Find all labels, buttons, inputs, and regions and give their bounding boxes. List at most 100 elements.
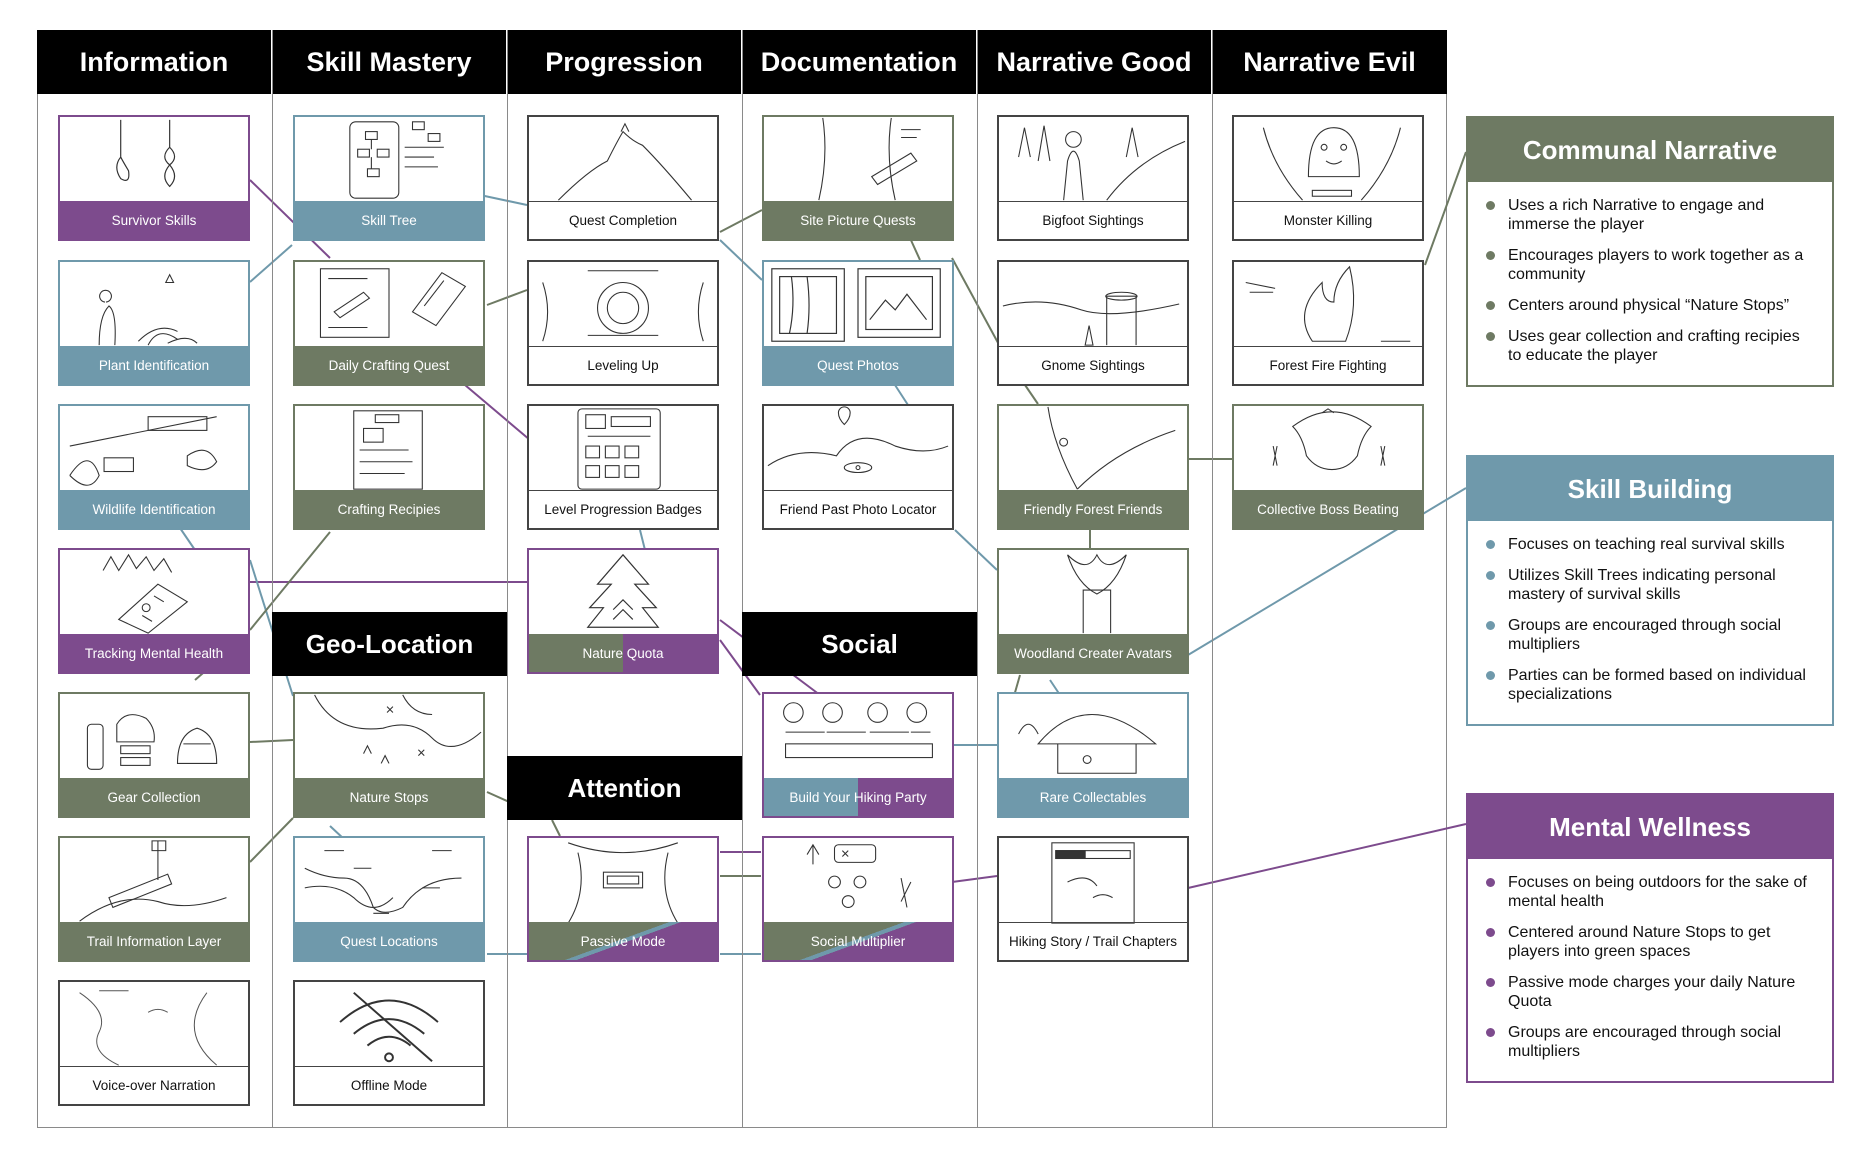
panel-communal-narrative: Communal Narrative Uses a rich Narrative… xyxy=(1466,116,1834,387)
voice-sketch-icon xyxy=(79,990,217,1066)
panel-title: Mental Wellness xyxy=(1468,795,1832,859)
card-hiking-story[interactable]: Hiking Story / Trail Chapters xyxy=(997,836,1189,962)
bullet-dot-icon xyxy=(1486,978,1495,987)
card-label: Rare Collectables xyxy=(999,778,1187,816)
bullet-dot-icon xyxy=(1486,201,1495,210)
section-header-attention: Attention xyxy=(507,756,742,820)
bullet-text: Uses gear collection and crafting recipi… xyxy=(1508,328,1800,364)
panel-bullet: Utilizes Skill Trees indicating personal… xyxy=(1486,566,1814,604)
card-label: Leveling Up xyxy=(529,346,717,384)
section-header-social: Social xyxy=(742,612,977,676)
bullet-text: Centered around Nature Stops to get play… xyxy=(1508,924,1771,960)
card-label: Offline Mode xyxy=(295,1066,483,1104)
card-monster-killing[interactable]: Monster Killing xyxy=(1232,115,1424,241)
card-build-your-hiking-party[interactable]: Build Your Hiking Party xyxy=(762,692,954,818)
card-bigfoot-sightings[interactable]: Bigfoot Sightings xyxy=(997,115,1189,241)
skill-tree-sketch-icon xyxy=(349,121,444,199)
canyon-sketch-icon xyxy=(818,117,921,201)
card-skill-tree[interactable]: Skill Tree xyxy=(293,115,485,241)
card-site-picture-quests[interactable]: Site Picture Quests xyxy=(762,115,954,241)
bullet-dot-icon xyxy=(1486,540,1495,549)
panel-bullet: Focuses on being outdoors for the sake o… xyxy=(1486,873,1814,911)
card-survivor-skills[interactable]: Survivor Skills xyxy=(58,115,250,241)
wildlife-sketch-icon xyxy=(69,416,218,486)
card-trail-information-layer[interactable]: Trail Information Layer xyxy=(58,836,250,962)
card-passive-mode[interactable]: Passive Mode xyxy=(527,836,719,962)
card-wildlife-identification[interactable]: Wildlife Identification xyxy=(58,404,250,530)
card-label: Quest Locations xyxy=(295,922,483,960)
card-gnome-sightings[interactable]: Gnome Sightings xyxy=(997,260,1189,386)
bigfoot-sketch-icon xyxy=(1018,125,1186,201)
bullet-text: Focuses on teaching real survival skills xyxy=(1508,536,1785,553)
card-label: Wildlife Identification xyxy=(60,490,248,528)
column-header-documentation: Documentation xyxy=(742,30,977,94)
card-label: Bigfoot Sightings xyxy=(999,201,1187,239)
section-header-geo-location: Geo-Location xyxy=(272,612,507,676)
column-header-progression: Progression xyxy=(507,30,742,94)
bullet-dot-icon xyxy=(1486,928,1495,937)
panel-bullet: Uses a rich Narrative to engage and imme… xyxy=(1486,196,1814,234)
bullet-dot-icon xyxy=(1486,671,1495,680)
level-badge-sketch-icon xyxy=(542,270,704,342)
card-label: Build Your Hiking Party xyxy=(764,778,952,816)
column-header-skill-mastery: Skill Mastery xyxy=(272,30,507,94)
card-label: Crafting Recipies xyxy=(295,490,483,528)
card-label: Survivor Skills xyxy=(60,201,248,239)
card-gear-collection[interactable]: Gear Collection xyxy=(58,692,250,818)
card-plant-identification[interactable]: Plant Identification xyxy=(58,260,250,386)
card-label: Gnome Sightings xyxy=(999,346,1187,384)
card-label: Nature Quota xyxy=(529,634,717,672)
card-quest-photos[interactable]: Quest Photos xyxy=(762,260,954,386)
card-friendly-forest-friends[interactable]: Friendly Forest Friends xyxy=(997,404,1189,530)
location-pin-sketch-icon xyxy=(767,406,949,474)
column-divider xyxy=(977,30,978,1128)
card-voice-over-narration[interactable]: Voice-over Narration xyxy=(58,980,250,1106)
panel-mental-wellness: Mental Wellness Focuses on being outdoor… xyxy=(1466,793,1834,1083)
story-phone-sketch-icon xyxy=(1051,842,1135,924)
card-label: Daily Crafting Quest xyxy=(295,346,483,384)
card-collective-boss-beating[interactable]: Collective Boss Beating xyxy=(1232,404,1424,530)
bullet-text: Passive mode charges your daily Nature Q… xyxy=(1508,974,1796,1010)
card-nature-quota[interactable]: Nature Quota xyxy=(527,548,719,674)
column-header-narrative-evil: Narrative Evil xyxy=(1212,30,1447,94)
panel-bullet: Passive mode charges your daily Nature Q… xyxy=(1486,973,1814,1011)
card-social-multiplier[interactable]: Social Multiplier xyxy=(762,836,954,962)
column-header-narrative-good: Narrative Good xyxy=(977,30,1212,94)
card-nature-stops[interactable]: Nature Stops xyxy=(293,692,485,818)
column-divider xyxy=(272,30,273,1128)
gnome-sketch-icon xyxy=(1002,291,1180,346)
card-level-progression-badges[interactable]: Level Progression Badges xyxy=(527,404,719,530)
card-label: Monster Killing xyxy=(1234,201,1422,239)
card-quest-completion[interactable]: Quest Completion xyxy=(527,115,719,241)
card-tracking-mental-health[interactable]: Tracking Mental Health xyxy=(58,548,250,674)
card-label: Level Progression Badges xyxy=(529,490,717,528)
panel-title: Skill Building xyxy=(1468,457,1832,521)
panel-bullet: Uses gear collection and crafting recipi… xyxy=(1486,327,1814,365)
column-divider xyxy=(507,30,508,1128)
tree-quota-icon xyxy=(586,553,660,628)
bullet-text: Parties can be formed based on individua… xyxy=(1508,667,1806,703)
mountain-peak-sketch-icon xyxy=(557,122,692,201)
card-woodland-creater-avatars[interactable]: Woodland Creater Avatars xyxy=(997,548,1189,674)
card-quest-locations[interactable]: Quest Locations xyxy=(293,836,485,962)
bullet-dot-icon xyxy=(1486,621,1495,630)
card-label: Passive Mode xyxy=(529,922,717,960)
card-crafting-recipies[interactable]: Crafting Recipies xyxy=(293,404,485,530)
card-label: Hiking Story / Trail Chapters xyxy=(999,922,1187,960)
card-label: Social Multiplier xyxy=(764,922,952,960)
card-label: Gear Collection xyxy=(60,778,248,816)
card-label: Tracking Mental Health xyxy=(60,634,248,672)
card-label: Nature Stops xyxy=(295,778,483,816)
card-label: Skill Tree xyxy=(295,201,483,239)
card-leveling-up[interactable]: Leveling Up xyxy=(527,260,719,386)
card-daily-crafting-quest[interactable]: Daily Crafting Quest xyxy=(293,260,485,386)
card-friend-past-photo-locator[interactable]: Friend Past Photo Locator xyxy=(762,404,954,530)
card-offline-mode[interactable]: Offline Mode xyxy=(293,980,485,1106)
column-divider xyxy=(1212,30,1213,1128)
forest-friends-sketch-icon xyxy=(1047,406,1176,490)
card-forest-fire-fighting[interactable]: Forest Fire Fighting xyxy=(1232,260,1424,386)
panel-title: Communal Narrative xyxy=(1468,118,1832,182)
gear-sketch-icon xyxy=(86,714,218,770)
card-rare-collectables[interactable]: Rare Collectables xyxy=(997,692,1189,818)
